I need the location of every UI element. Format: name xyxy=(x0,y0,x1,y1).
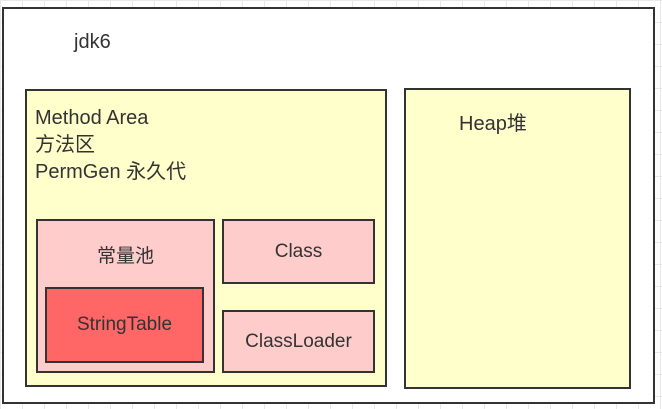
constant-pool-label: 常量池 xyxy=(96,245,154,267)
heap-box xyxy=(404,88,631,389)
heap-label: Heap堆 xyxy=(459,113,527,135)
method-area-title-zh: 方法区 xyxy=(35,134,95,156)
jdk-version-label: jdk6 xyxy=(74,31,111,53)
string-table-box: StringTable xyxy=(45,287,204,363)
permgen-title: PermGen 永久代 xyxy=(35,161,187,183)
string-table-label: StringTable xyxy=(76,314,173,335)
class-box: Class xyxy=(222,219,375,284)
method-area-title: Method Area 方法区 PermGen 永久代 xyxy=(35,105,186,186)
class-label: Class xyxy=(274,240,323,262)
method-area-title-en: Method Area xyxy=(35,107,149,129)
classloader-box: ClassLoader xyxy=(222,310,375,373)
classloader-label: ClassLoader xyxy=(245,330,352,352)
